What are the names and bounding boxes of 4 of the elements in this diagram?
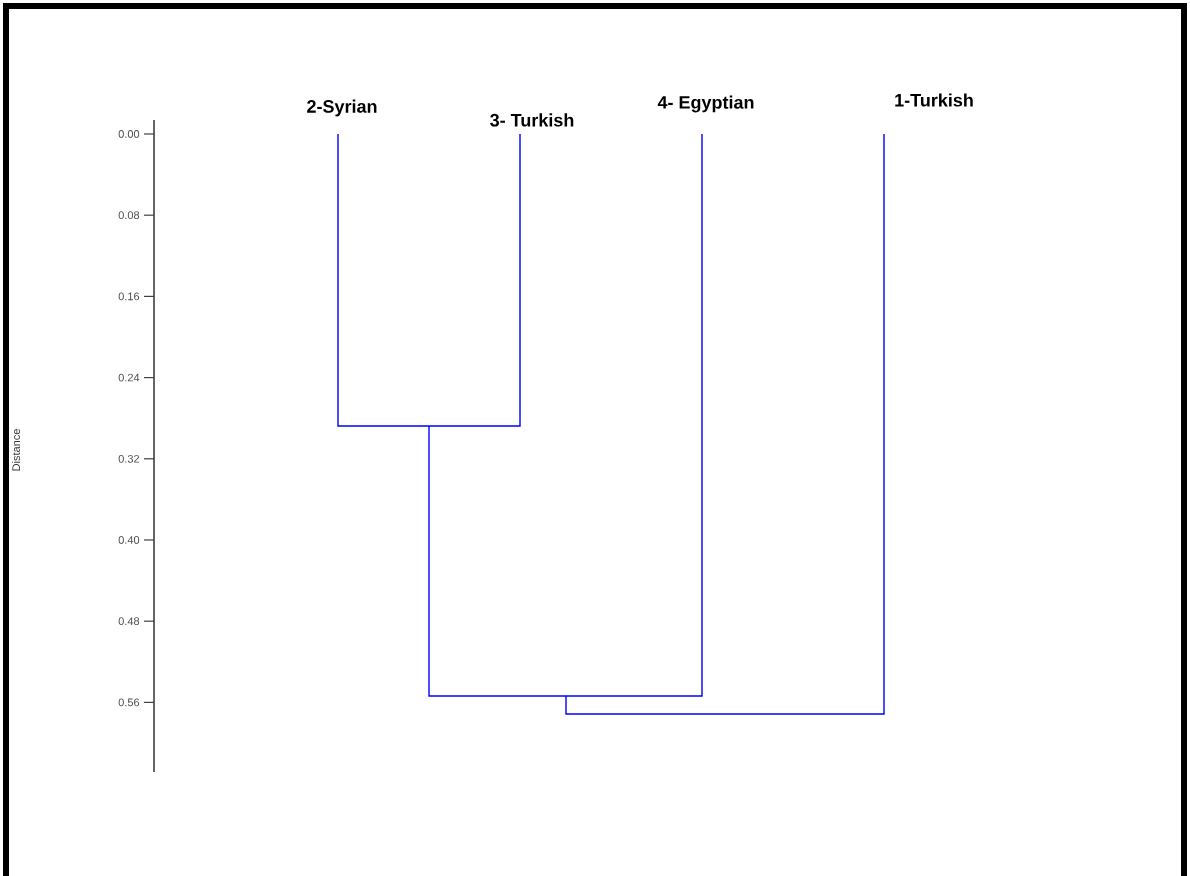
leaf-label: 3- Turkish — [490, 113, 574, 127]
leaf-label: 2-Syrian — [307, 99, 377, 117]
leaf-label: 1-Turkish — [895, 93, 973, 107]
leaf-label: 4- Egyptian — [657, 95, 754, 113]
